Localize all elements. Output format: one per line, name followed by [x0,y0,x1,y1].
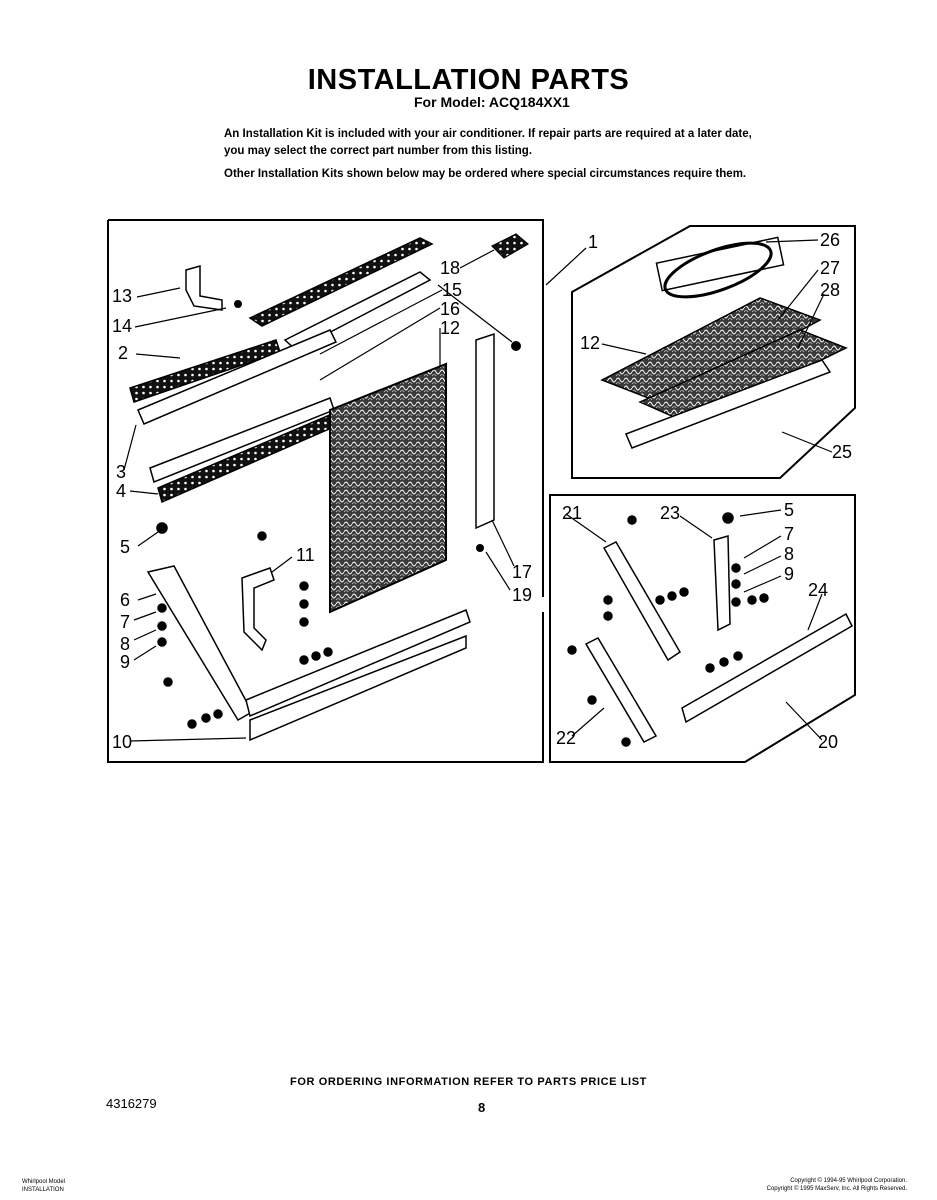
page-number: 8 [478,1100,486,1115]
callout-16: 16 [440,299,461,319]
screw-icon [234,300,242,308]
callout-18: 18 [440,258,461,278]
bottom-right-kit-parts [567,512,853,747]
screw-icon [476,544,484,552]
callout-17: 17 [512,562,533,582]
ordering-note: FOR ORDERING INFORMATION REFER TO PARTS … [290,1076,647,1088]
callout-5-left: 5 [120,537,131,557]
copyright-maxserv: Copyright © 1995 MaxServ, Inc. All Right… [766,1186,907,1192]
screw-icon [511,341,521,351]
intro-paragraph-kit: An Installation Kit is included with you… [224,128,752,157]
callout-2: 2 [118,343,129,363]
callout-23: 23 [660,503,681,523]
leader-lines [123,239,833,742]
callout-13: 13 [112,286,133,306]
support-brace-assembly [146,522,471,742]
callout-6: 6 [120,590,131,610]
callout-27: 27 [820,258,841,278]
model-subtitle: For Model: ACQ184XX1 [414,94,570,110]
rail-parts [129,237,434,504]
callout-1: 1 [588,232,599,252]
copyright-whirlpool: Copyright © 1994-95 Whirlpool Corporatio… [790,1178,907,1184]
model-label: Whirlpool Model [22,1179,66,1185]
callout-3: 3 [116,462,127,482]
callout-9-right: 9 [784,564,795,584]
callout-12-left: 12 [440,318,461,338]
callout-24: 24 [808,580,829,600]
foam-block [490,233,530,259]
angle-bracket [185,265,223,311]
callout-8-right: 8 [784,544,795,564]
page-title: INSTALLATION PARTS [307,64,630,96]
top-right-kit-panel [571,225,856,479]
document-number: 4316279 [106,1096,157,1111]
callout-28: 28 [820,280,841,300]
callout-26: 26 [820,230,841,250]
side-channel [475,332,495,530]
callout-12-right: 12 [580,333,601,353]
section-label: INSTALLATION [22,1187,64,1193]
callout-8-left: 8 [120,634,131,654]
callout-21: 21 [562,503,583,523]
mounting-bracket [241,531,333,665]
callout-19: 19 [512,585,533,605]
callout-11: 11 [296,545,315,565]
callout-25: 25 [832,442,853,462]
callout-22: 22 [556,728,577,748]
callout-7-right: 7 [784,524,795,544]
intro-paragraph-other-kits: Other Installation Kits shown below may … [224,168,747,180]
callout-9-left: 9 [120,652,131,672]
callout-14: 14 [112,316,133,336]
filter-panel [329,362,447,614]
main-kit-panel [107,219,544,763]
bottom-right-kit-panel [549,494,856,763]
callout-4: 4 [116,481,127,501]
callout-7-left: 7 [120,612,131,632]
callout-15: 15 [442,280,463,300]
callout-20: 20 [818,732,839,752]
callout-10: 10 [112,732,133,752]
callout-5-right: 5 [784,500,795,520]
top-right-kit-parts [600,236,848,449]
